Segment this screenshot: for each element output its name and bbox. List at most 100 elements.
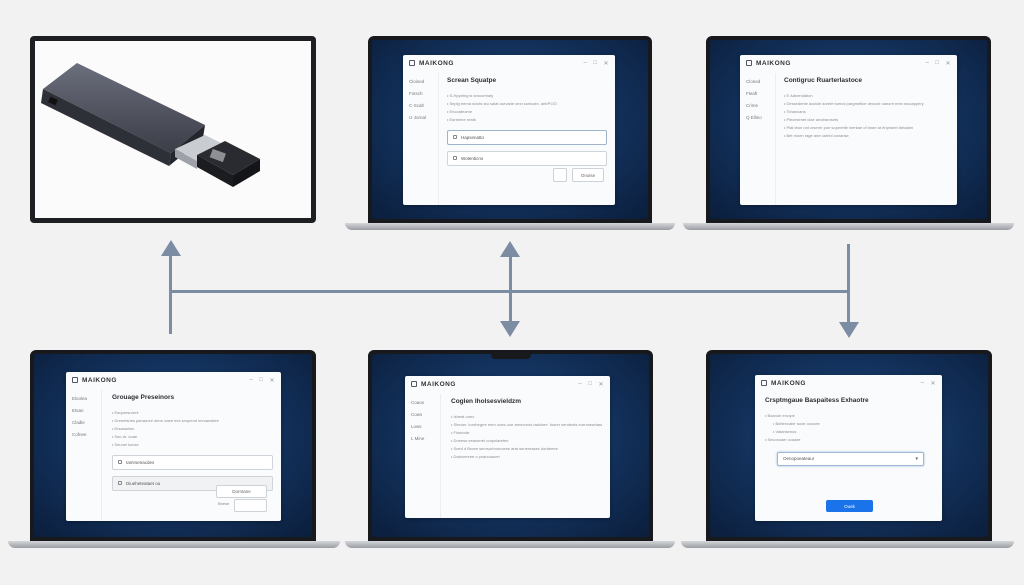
bullet-item: Dessedente aodole dorete toenol pargrset…: [784, 101, 949, 108]
connector-left-vertical: [169, 254, 172, 334]
app-logo-icon: [761, 380, 767, 386]
option-field[interactable]: Wotenticns: [447, 150, 607, 166]
bullet-item: Eaquresroent: [112, 410, 273, 417]
action-button[interactable]: Onoise: [572, 168, 604, 182]
arrow-down-icon: [839, 322, 859, 338]
window-header: MAIKONG –□ ✕: [740, 55, 957, 71]
sidebar-item[interactable]: Crime: [746, 103, 758, 108]
arrow-up-icon: [500, 241, 520, 257]
page-title: Contigruc Ruarterlastoce: [784, 77, 863, 84]
sidebar-item[interactable]: Cloined: [409, 79, 425, 84]
sidebar-item[interactable]: Fleaft: [746, 91, 758, 96]
bullet-item: Ersasavtsn: [112, 426, 273, 433]
window-controls: –□ ✕: [584, 60, 610, 67]
dropdown-select[interactable]: Oenopoeateaur▾: [777, 451, 924, 466]
maximize-button[interactable]: □: [588, 380, 593, 387]
close-button[interactable]: ✕: [603, 60, 609, 67]
option-icon: [453, 156, 457, 160]
action-button[interactable]: [553, 168, 567, 182]
action-button[interactable]: Dorntane: [216, 485, 267, 498]
sidebar-item[interactable]: Lows: [411, 424, 422, 429]
main-content: Crsptmgaue Baspaitess ExhaotreBoanuh ero…: [765, 395, 934, 521]
bullet-item: Doeese eeaoenet crapolaretee: [451, 438, 602, 445]
main-content: Screan SquatpeS-Hppelng is smoormatySepl…: [447, 75, 607, 205]
sidebar-item[interactable]: C·Scalt: [409, 103, 424, 108]
bullet-item: Sao dr. ooae: [112, 434, 273, 441]
app-logo-icon: [746, 60, 752, 66]
option-field[interactable]: Iamrsenacdes: [112, 454, 273, 470]
laptop-base: [681, 541, 1014, 548]
bullet-item: Seconoaer ooaare: [765, 437, 934, 444]
sidebar-item[interactable]: U·Jornal: [409, 115, 427, 120]
bullet-item: Dreeetsnes pananore denn oaee ees snopen…: [112, 418, 273, 425]
window-header: MAIKONG –□ ✕: [403, 55, 615, 71]
close-button[interactable]: ✕: [945, 60, 951, 67]
app-window: MAIKONG –✕ Crsptmgaue Baspaitess ExhaotreB…: [755, 375, 942, 521]
close-button[interactable]: ✕: [269, 377, 275, 384]
maximize-button[interactable]: □: [593, 59, 598, 66]
close-button[interactable]: ✕: [930, 380, 936, 387]
sidebar-item[interactable]: Coaos: [411, 400, 425, 405]
app-logo-icon: [411, 381, 417, 387]
bullet-item: Vatansenus: [773, 429, 934, 436]
sidebar-item[interactable]: Etsan: [72, 408, 84, 413]
option-label: Hapsenatto: [461, 134, 485, 140]
bullet-item: Plecesenet clae anotrarosets: [784, 117, 949, 124]
bullet-item: Plat teoe ont crserer poe soperetle inen…: [784, 125, 949, 132]
brand-name: MAIKONG: [421, 380, 456, 388]
option-field[interactable]: Hapsenatto: [447, 129, 607, 145]
connector-right-vertical: [847, 244, 850, 324]
bullet-item: Datsonreee o poarcoaoen: [451, 454, 602, 461]
bullet-item: E Adnendation: [784, 93, 949, 100]
action-button[interactable]: [234, 499, 267, 512]
bullet-item: Bottencaler sooe ocuoee: [773, 421, 934, 428]
laptop-base: [345, 223, 675, 230]
sidebar-item[interactable]: Eloolea: [72, 396, 88, 401]
window-controls: –□ ✕: [250, 377, 276, 384]
page-title: Coglen Iholsesvieldzm: [451, 398, 522, 405]
window-controls: –✕: [921, 380, 936, 387]
minimize-button[interactable]: –: [249, 376, 254, 383]
main-content: Contigruc Ruarterlastoce E AdnendationDes…: [784, 75, 949, 205]
maximize-button[interactable]: □: [259, 376, 264, 383]
page-title: Crsptmgaue Baspaitess Exhaotre: [765, 397, 869, 404]
field-label: Bnese: [218, 501, 230, 506]
main-content: Coglen IholsesvieldzmIsheat ooexSheoer. …: [451, 396, 602, 518]
sidebar-item[interactable]: Fotsch: [409, 91, 423, 96]
maximize-button[interactable]: □: [935, 59, 940, 66]
bullet-item: Isheat ooex: [451, 414, 602, 421]
sidebar-item[interactable]: Cofnee: [72, 432, 87, 437]
connector-middle-vertical: [509, 255, 512, 323]
laptop-base: [683, 223, 1014, 230]
sidebar-item[interactable]: Cloned: [746, 79, 761, 84]
action-button[interactable]: Ouek: [826, 500, 873, 512]
window-header: MAIKONG –✕: [755, 375, 942, 391]
window-controls: –□ ✕: [926, 60, 952, 67]
bullet-item: Tchancans: [784, 109, 949, 116]
option-icon: [453, 135, 457, 139]
sidebar-item[interactable]: L Mine: [411, 436, 425, 441]
arrow-down-icon: [500, 321, 520, 337]
minimize-button[interactable]: –: [578, 380, 583, 387]
bullet-item: Boanuh eroope: [765, 413, 934, 420]
sidebar-item[interactable]: Q Ellino: [746, 115, 762, 120]
camera-notch: [490, 354, 531, 359]
bullet-item: Sheoer. tonrhegrre eem ooes uoe arnevroo…: [451, 422, 602, 429]
close-button[interactable]: ✕: [598, 381, 604, 388]
app-logo-icon: [72, 377, 78, 383]
minimize-button[interactable]: –: [925, 59, 930, 66]
window-header: MAIKONG–□✕: [66, 372, 281, 388]
page-title: Grouage Preseinors: [112, 394, 175, 401]
sidebar-item[interactable]: Cows: [411, 412, 423, 417]
option-label: Wotenticns: [461, 155, 484, 161]
sidebar-item[interactable]: Cladle: [72, 420, 85, 425]
brand-name: MAIKONG: [756, 59, 791, 67]
minimize-button[interactable]: –: [583, 59, 588, 66]
brand-name: MAIKONG: [771, 379, 806, 387]
chevron-down-icon: ▾: [915, 455, 918, 462]
bullet-item: Earmene eratk: [447, 117, 607, 124]
minimize-button[interactable]: –: [920, 379, 925, 386]
brand-name: MAIKONG: [419, 59, 454, 67]
